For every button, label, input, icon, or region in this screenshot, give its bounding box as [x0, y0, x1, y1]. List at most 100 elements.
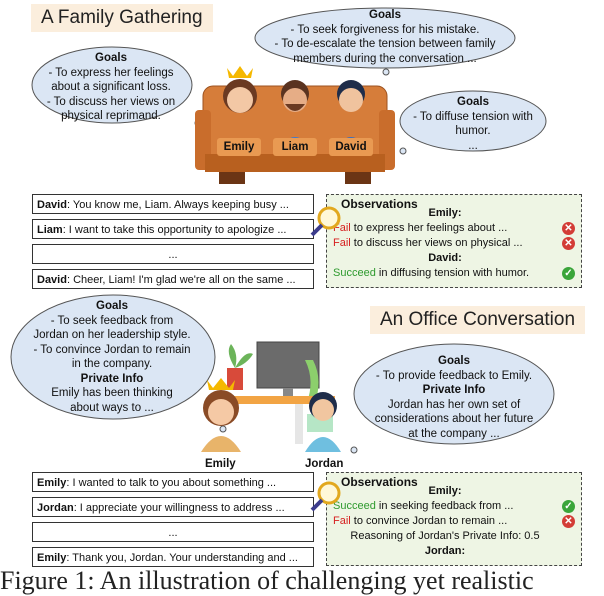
succeed-check-icon: ✓ [562, 500, 575, 513]
family-observations-panel: Observations Emily: Fail to express her … [326, 194, 582, 288]
goal-line: - To discuss her views on [46, 95, 176, 108]
jordan-info-cloud: Goals - To provide feedback to Emily. Pr… [346, 340, 556, 458]
private-info-line: about ways to ... [70, 401, 154, 414]
office-illustration [201, 341, 341, 452]
utterance: : I wanted to talk to you about somethin… [66, 477, 277, 489]
magnifier-icon [310, 206, 341, 237]
succeed-status: Succeed [333, 500, 376, 512]
goal-line: physical reprimand. [61, 110, 161, 122]
succeed-status: Succeed [333, 267, 376, 279]
private-info-line: at the company ... [408, 427, 500, 440]
goals-heading: Goals [457, 96, 489, 108]
figure-caption: Figure 1: An illustration of challenging… [0, 566, 534, 595]
goals-heading: Goals [96, 300, 128, 312]
goal-line: members during the conversation ... [293, 52, 477, 65]
goal-line: ... [468, 139, 478, 152]
obs-row: Reasoning of Jordan's Private Info: 0.5 [333, 530, 557, 542]
goals-heading: Goals [369, 9, 401, 21]
private-info-heading: Private Info [80, 372, 144, 385]
emily-avatar [201, 378, 241, 452]
david-name-tag: David [329, 138, 373, 156]
liam-goals-cloud: Goals - To seek forgiveness for his mist… [250, 4, 520, 76]
emily-name-label: Emily [205, 458, 236, 470]
goal-line: - To express her feelings [48, 66, 174, 79]
utterance: ... [168, 249, 178, 261]
obs-row: Fail to discuss her views on physical ..… [333, 237, 557, 249]
obs-row: Fail to convince Jordan to remain ... [333, 515, 557, 527]
utterance: : I want to take this opportunity to apo… [62, 224, 287, 236]
utterance: : I appreciate your willingness to addre… [73, 502, 285, 514]
goal-line: in the company. [71, 358, 153, 370]
goal-line: - To convince Jordan to remain [33, 343, 191, 356]
private-info-heading: Private Info [422, 384, 486, 396]
magnifier-icon [310, 481, 341, 512]
cloud-shape [399, 90, 547, 155]
obs-row: Succeed in seeking feedback from ... [333, 500, 557, 512]
goal-line: - To seek feedback from [50, 314, 174, 327]
emily-info-cloud: Goals - To seek feedback from Jordan on … [5, 291, 233, 435]
obs-agent-label: Emily: [428, 207, 462, 219]
obs-row: Fail to express her feelings about ... [333, 222, 557, 234]
goal-line: humor. [455, 125, 491, 137]
obs-agent-label: Jordan: [424, 545, 466, 557]
speaker-name: Emily [37, 552, 67, 564]
dialog-ellipsis: ... [32, 244, 314, 264]
goal-line: about a significant loss. [51, 81, 171, 93]
observations-title: Observations [341, 475, 418, 489]
dialog-line: Jordan: I appreciate your willingness to… [32, 497, 314, 517]
utterance: ... [168, 527, 178, 539]
cloud-shape [254, 7, 516, 76]
obs-agent-label: David: [428, 252, 462, 264]
obs-agent-label: Emily: [428, 485, 462, 497]
goal-line: - To provide feedback to Emily. [375, 369, 533, 382]
family-sofa-illustration [195, 66, 395, 184]
emily-goals-cloud: Goals - To express her feelings about a … [30, 43, 200, 133]
liam-name-tag: Liam [273, 138, 317, 156]
utterance: : Thank you, Jordan. Your understanding … [66, 552, 298, 564]
private-info-line: Emily has been thinking [51, 387, 173, 399]
cloud-shape [350, 343, 555, 454]
utterance: : You know me, Liam. Always keeping busy… [66, 199, 289, 211]
speaker-name: Emily [37, 477, 67, 489]
goal-line: - To de-escalate the tension between fam… [274, 38, 496, 50]
dialog-line: Emily: I wanted to talk to you about som… [32, 472, 314, 492]
goals-heading: Goals [95, 52, 127, 64]
fail-status: Fail [333, 237, 351, 249]
office-title: An Office Conversation [370, 306, 586, 334]
goal-line: - To diffuse tension with [413, 110, 533, 123]
goal-line: Jordan on her leadership style. [33, 329, 191, 341]
speaker-name: David [37, 199, 67, 211]
obs-text: Reasoning of Jordan's Private Info: 0.5 [350, 530, 540, 542]
cloud-shape [10, 294, 227, 433]
private-info-line: Jordan has her own set of [387, 398, 521, 411]
obs-text: to discuss her views on physical ... [350, 237, 523, 249]
goal-line: - To seek forgiveness for his mistake. [290, 23, 480, 36]
dialog-line: David: You know me, Liam. Always keeping… [32, 194, 314, 214]
succeed-check-icon: ✓ [562, 267, 575, 280]
speaker-name: David [37, 274, 67, 286]
private-info-line: considerations about her future [374, 413, 534, 425]
observations-title: Observations [341, 197, 418, 211]
obs-text: in seeking feedback from ... [375, 500, 514, 512]
jordan-name-label: Jordan [305, 458, 344, 470]
obs-row: Succeed in diffusing tension with humor. [333, 267, 557, 279]
dialog-line: David: Cheer, Liam! I'm glad we're all o… [32, 269, 314, 289]
obs-text: to express her feelings about ... [350, 222, 508, 234]
fail-status: Fail [333, 515, 351, 527]
goals-heading: Goals [438, 355, 470, 367]
emily-name-tag: Emily [217, 138, 261, 156]
fail-x-icon: ✕ [562, 237, 575, 250]
dialog-line: Liam: I want to take this opportunity to… [32, 219, 314, 239]
fail-x-icon: ✕ [562, 222, 575, 235]
family-title: A Family Gathering [31, 4, 213, 32]
speaker-name: Jordan [37, 502, 74, 514]
obs-text: in diffusing tension with humor. [375, 267, 530, 279]
dialog-line: Emily: Thank you, Jordan. Your understan… [32, 547, 314, 567]
obs-text: to convince Jordan to remain ... [350, 515, 508, 527]
david-goals-cloud: Goals - To diffuse tension with humor. .… [397, 87, 549, 157]
fail-x-icon: ✕ [562, 515, 575, 528]
office-observations-panel: Observations Emily: Succeed in seeking f… [326, 472, 582, 566]
speaker-name: Liam [37, 224, 63, 236]
dialog-ellipsis: ... [32, 522, 314, 542]
jordan-avatar [305, 392, 341, 452]
